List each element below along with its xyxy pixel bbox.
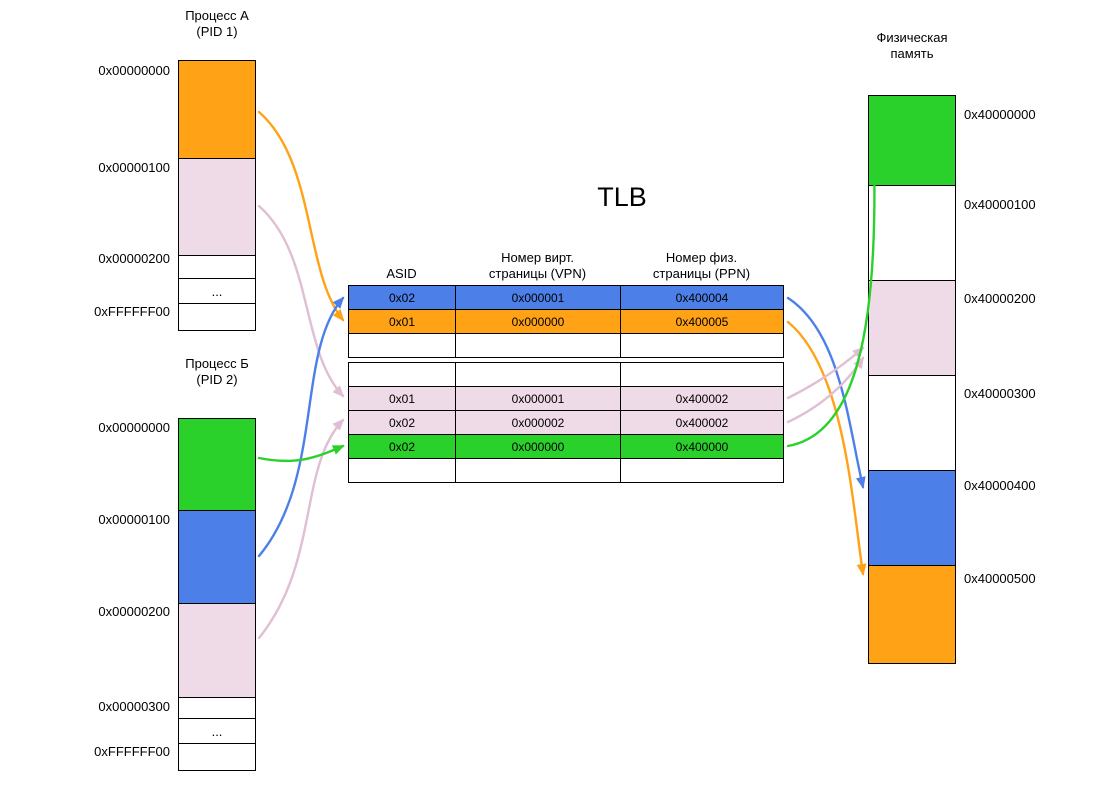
tlb-cell <box>348 333 456 358</box>
tlb-cell <box>620 333 784 358</box>
address-label: 0x40000400 <box>964 478 1036 493</box>
tlb-cell: 0x000001 <box>455 386 621 411</box>
arrow-b-page2-to-tlb <box>257 418 345 640</box>
physical-memory-block <box>868 565 956 664</box>
tlb-row <box>348 362 784 387</box>
tlb-cell: 0x01 <box>348 386 456 411</box>
tlb-cell <box>348 458 456 483</box>
address-label: 0x40000100 <box>964 197 1036 212</box>
physical-memory-title: Физическая память <box>876 30 948 61</box>
tlb-cell: 0x400004 <box>620 285 784 310</box>
tlb-cell: 0x01 <box>348 309 456 334</box>
arrow-tlb-to-phys-0x400002-b <box>786 356 865 424</box>
tlb-cell: 0x02 <box>348 410 456 435</box>
arrow-a-page0-to-tlb <box>257 110 345 322</box>
process-b-block: ... <box>178 718 256 744</box>
tlb-cell: 0x000001 <box>455 285 621 310</box>
tlb-cell: 0x000002 <box>455 410 621 435</box>
tlb-cell: 0x000000 <box>455 309 621 334</box>
arrow-b-page0-to-tlb <box>257 444 345 463</box>
tlb-cell: 0x02 <box>348 285 456 310</box>
tlb-header-asid: ASID <box>386 266 417 281</box>
tlb-cell <box>455 362 621 387</box>
process-a-title: Процесс А (PID 1) <box>185 8 249 39</box>
tlb-cell: 0x400002 <box>620 410 784 435</box>
arrow-tlb-to-phys-0x400000 <box>786 153 880 448</box>
tlb-cell <box>620 458 784 483</box>
address-label: 0x00000100 <box>98 512 170 527</box>
process-b-block <box>178 697 256 719</box>
physical-memory-block <box>868 95 956 186</box>
physical-memory-block <box>868 470 956 566</box>
address-label: 0x00000000 <box>98 63 170 78</box>
arrow-b-page1-to-tlb <box>257 296 345 558</box>
tlb-cell <box>455 458 621 483</box>
process-a-block <box>178 158 256 256</box>
physical-memory-block <box>868 375 956 471</box>
tlb-cell <box>455 333 621 358</box>
address-label: 0x40000300 <box>964 386 1036 401</box>
tlb-cell <box>348 362 456 387</box>
tlb-title: TLB <box>597 182 647 212</box>
address-label: 0xFFFFFF00 <box>94 304 170 319</box>
tlb-cell: 0x000000 <box>455 434 621 459</box>
tlb-cell: 0x400002 <box>620 386 784 411</box>
process-b-block <box>178 603 256 698</box>
address-label: 0x00000300 <box>98 699 170 714</box>
process-b-block <box>178 510 256 604</box>
process-a-block <box>178 255 256 279</box>
process-a-block: ... <box>178 278 256 304</box>
address-label: 0x40000200 <box>964 291 1036 306</box>
arrow-tlb-to-phys-0x400004 <box>786 296 866 489</box>
address-label: 0x00000100 <box>98 160 170 175</box>
tlb-header-ppn: Номер физ. страницы (PPN) <box>652 250 751 281</box>
tlb-cell: 0x400000 <box>620 434 784 459</box>
tlb-row <box>348 458 784 483</box>
tlb-cell <box>620 362 784 387</box>
tlb-header-vpn: Номер вирт. страницы (VPN) <box>488 250 587 281</box>
process-b-block <box>178 743 256 771</box>
process-a-block <box>178 303 256 331</box>
physical-memory-block <box>868 280 956 376</box>
address-label: 0xFFFFFF00 <box>94 744 170 759</box>
physical-memory-block <box>868 185 956 281</box>
tlb-row <box>348 333 784 358</box>
process-a-block <box>178 60 256 159</box>
address-label: 0x00000000 <box>98 420 170 435</box>
address-label: 0x00000200 <box>98 604 170 619</box>
tlb-column-headers: ASID Номер вирт. страницы (VPN) Номер фи… <box>348 242 783 282</box>
arrow-tlb-to-phys-0x400002-a <box>786 346 865 400</box>
arrow-tlb-to-phys-0x400005 <box>786 320 867 576</box>
tlb-cell: 0x400005 <box>620 309 784 334</box>
process-b-title: Процесс Б (PID 2) <box>185 356 249 387</box>
address-label: 0x40000000 <box>964 107 1036 122</box>
tlb-cell: 0x02 <box>348 434 456 459</box>
address-label: 0x00000200 <box>98 251 170 266</box>
address-label: 0x40000500 <box>964 571 1036 586</box>
process-b-block <box>178 418 256 511</box>
